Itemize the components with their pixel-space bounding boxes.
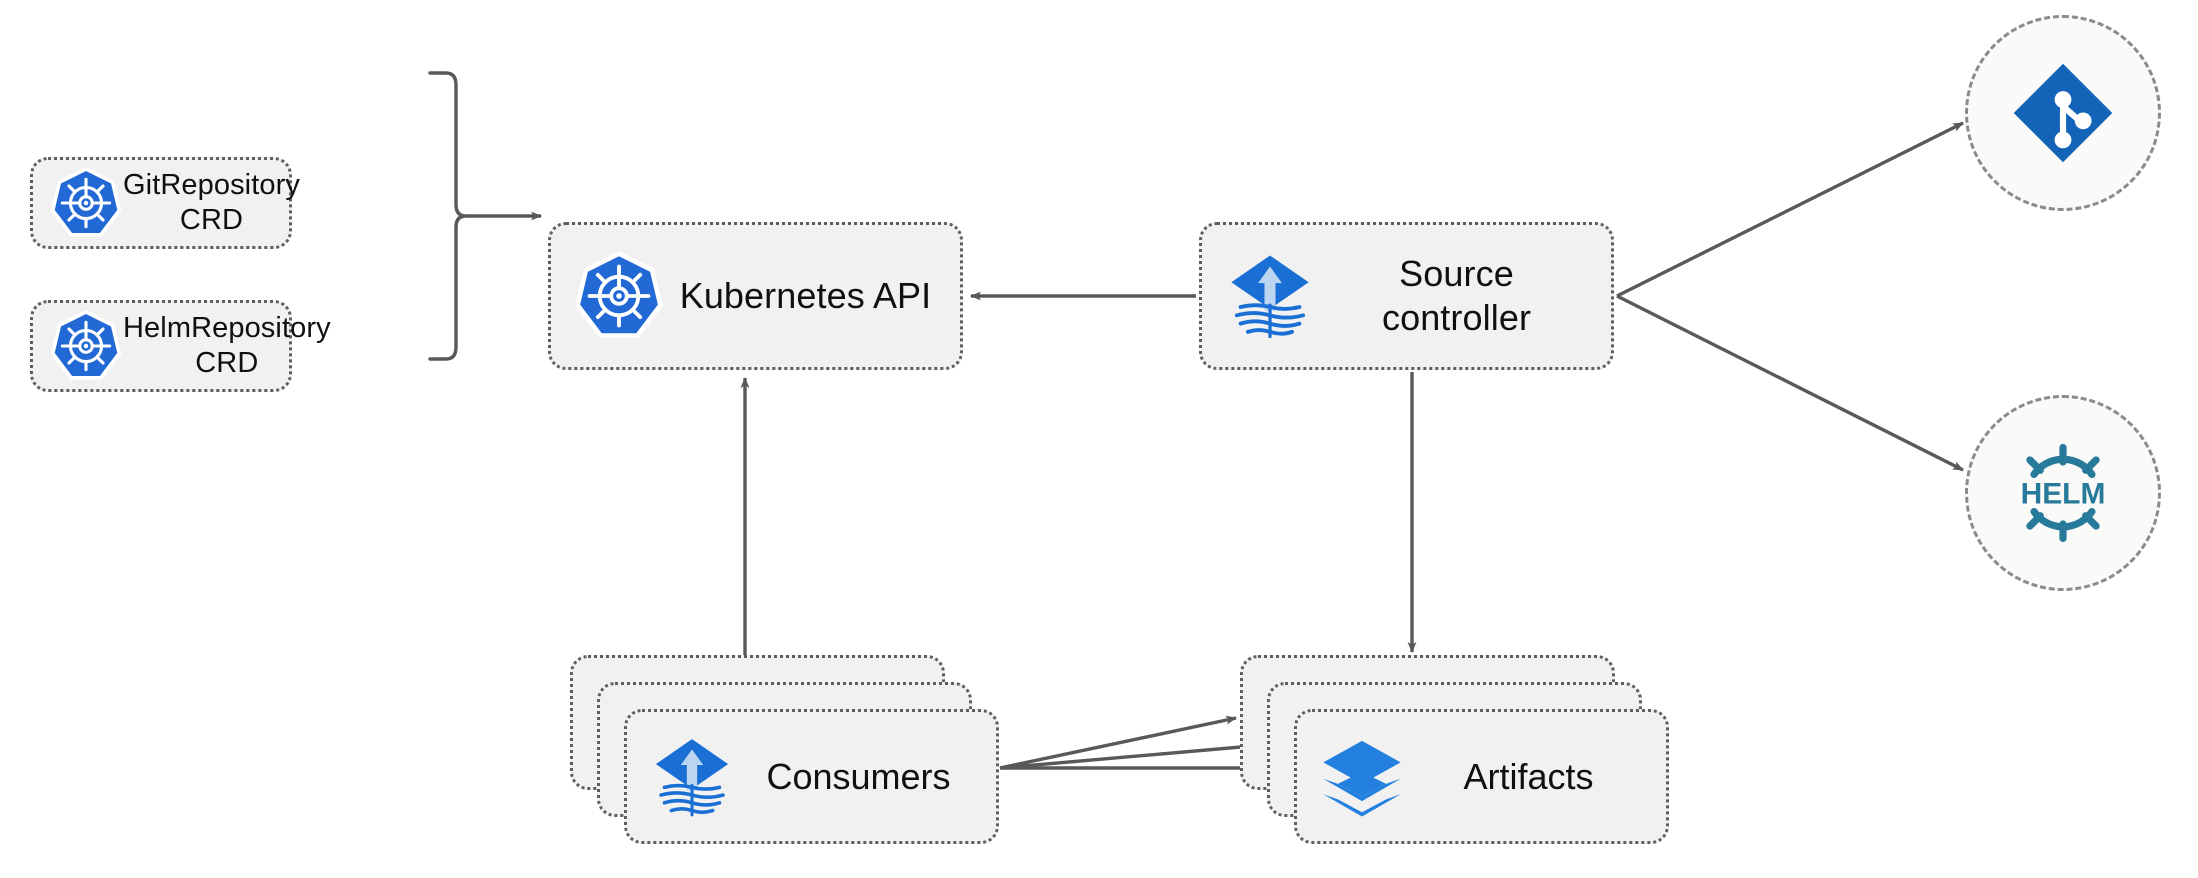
edge-source-controller-to-git-repository — [1616, 121, 1964, 298]
flux-icon — [1224, 250, 1316, 342]
node-gitrepository-crd[interactable]: GitRepository CRD — [30, 157, 300, 249]
crd-group-bracket — [428, 71, 467, 361]
helm-wordmark: HELM — [2021, 477, 2106, 510]
node-source-controller[interactable]: Source controller — [1199, 222, 1614, 370]
helm-icon: HELM — [2001, 431, 2125, 555]
node-label: HelmRepository CRD — [123, 311, 331, 379]
consumers-card-front[interactable]: Consumers — [624, 709, 999, 844]
edge-consumers-to-artifact-card-1 — [999, 715, 1237, 770]
flux-icon — [649, 734, 735, 820]
node-label: Artifacts — [1463, 755, 1594, 797]
node-helm-repository[interactable]: HELM — [1965, 395, 2161, 591]
node-git-repository[interactable] — [1965, 15, 2161, 211]
layers-icon — [1319, 734, 1405, 820]
node-label: Consumers — [766, 755, 951, 797]
node-label: GitRepository CRD — [123, 168, 300, 236]
node-label: Kubernetes API — [679, 275, 932, 317]
edge-consumers-to-artifact-card-2 — [999, 741, 1265, 770]
node-helmrepository-crd[interactable]: HelmRepository CRD — [30, 300, 331, 392]
kubernetes-icon — [573, 250, 665, 342]
kubernetes-icon — [49, 166, 123, 240]
artifacts-card-front[interactable]: Artifacts — [1294, 709, 1669, 844]
kubernetes-icon — [49, 309, 123, 383]
edge-source-controller-to-helm-repository — [1616, 294, 1964, 472]
node-kubernetes-api[interactable]: Kubernetes API — [548, 222, 963, 370]
git-icon — [2007, 57, 2119, 169]
node-label: Source controller — [1381, 253, 1532, 338]
